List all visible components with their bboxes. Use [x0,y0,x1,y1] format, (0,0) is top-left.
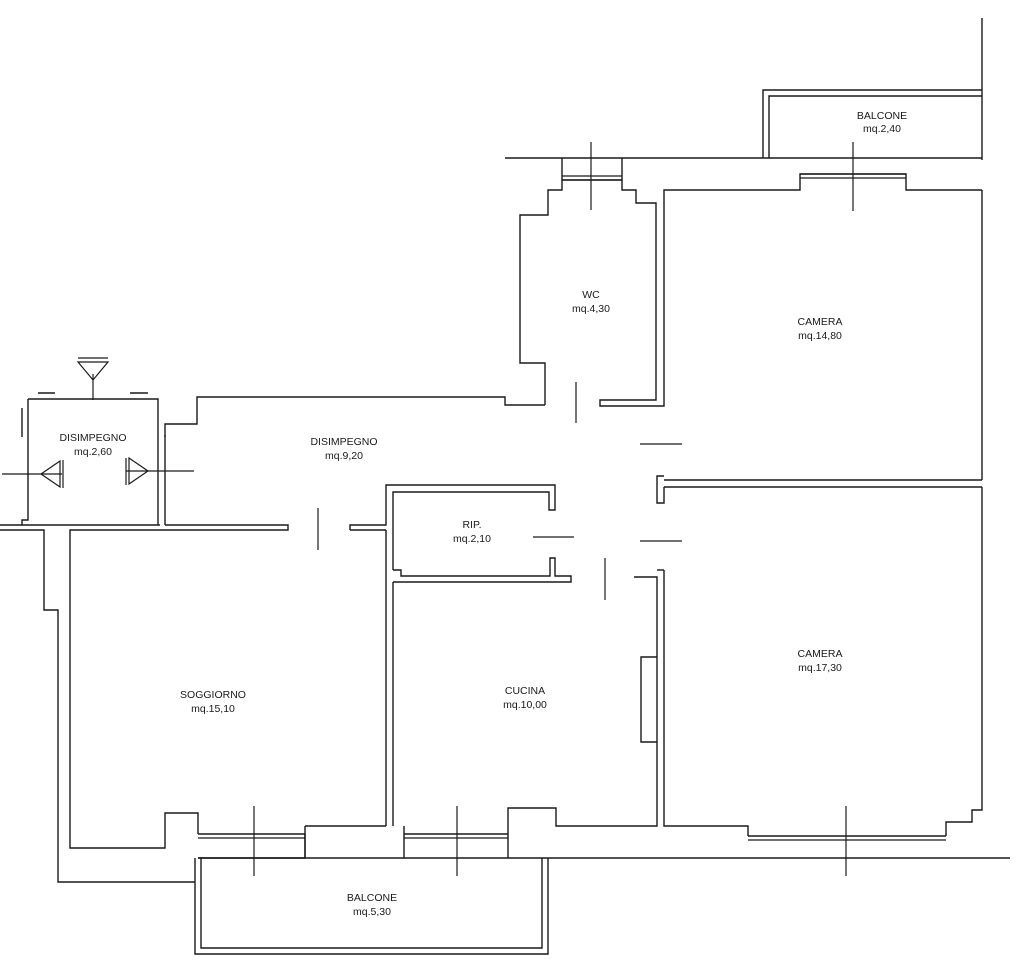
wc-area: mq.4,30 [572,303,610,315]
walls [0,18,1010,955]
soggiorno-area: mq.15,10 [191,703,235,715]
balcone-bottom-name: BALCONE [347,892,397,904]
cucina-area: mq.10,00 [503,699,547,711]
camera-top-name: CAMERA [798,316,843,328]
rip-name: RIP. [462,519,481,531]
camera-bottom-area: mq.17,30 [798,662,842,674]
camera-top-area: mq.14,80 [798,330,842,342]
soggiorno-name: SOGGIORNO [180,689,246,701]
disimpegno-small-area: mq.2,60 [74,446,112,458]
balcone-top-area: mq.2,40 [863,123,901,135]
wc-name: WC [582,289,600,301]
cucina-name: CUCINA [505,685,545,697]
disimpegno-main-name: DISIMPEGNO [310,436,377,448]
camera-bottom-name: CAMERA [798,648,843,660]
room-labels: BALCONE mq.2,40 WC mq.4,30 CAMERA mq.14,… [59,110,907,918]
disimpegno-main-area: mq.9,20 [325,450,363,462]
balcone-top-name: BALCONE [857,110,907,122]
rip-area: mq.2,10 [453,533,491,545]
disimpegno-small-name: DISIMPEGNO [59,432,126,444]
balcone-bottom-area: mq.5,30 [353,906,391,918]
